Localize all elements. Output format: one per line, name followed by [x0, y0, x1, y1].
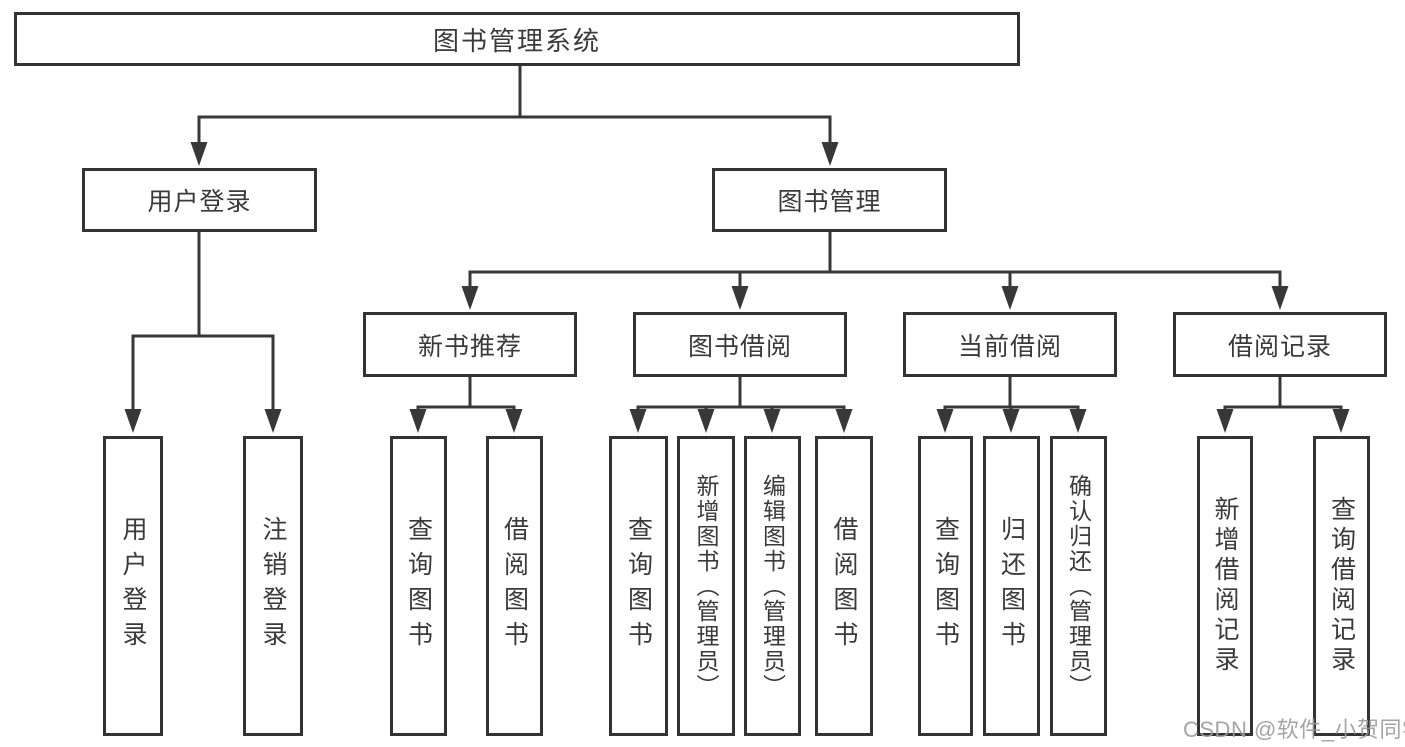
node-current-borrow: 当前借阅 [903, 312, 1117, 377]
leaf-borrow-books-recommend: 借阅图书 [486, 436, 543, 736]
leaf-query-books-borrow: 查询图书 [609, 436, 668, 736]
leaf-logout: 注销登录 [243, 436, 303, 736]
leaf-query-books-recommend: 查询图书 [390, 436, 447, 736]
leaf-confirm-return-admin: 确认归还（管理员） [1050, 436, 1107, 736]
node-book-borrow: 图书借阅 [633, 312, 847, 377]
leaf-edit-books-admin: 编辑图书（管理员） [744, 436, 801, 736]
leaf-return-books: 归还图书 [983, 436, 1040, 736]
leaf-borrow-books: 借阅图书 [815, 436, 873, 736]
leaf-add-books-admin: 新增图书（管理员） [677, 436, 735, 736]
node-borrow-records: 借阅记录 [1173, 312, 1387, 377]
csdn-watermark: CSDN @软件_小贺同学 [1183, 717, 1405, 742]
arrowheads [124, 142, 1350, 433]
node-new-book-recommend: 新书推荐 [363, 312, 577, 377]
leaf-query-books-current: 查询图书 [918, 436, 973, 736]
leaf-query-borrow-record: 查询借阅记录 [1313, 436, 1370, 736]
leaf-add-borrow-record: 新增借阅记录 [1197, 436, 1253, 736]
node-book-management: 图书管理 [712, 168, 947, 232]
node-user-login: 用户登录 [82, 168, 317, 232]
leaf-user-login: 用户登录 [103, 436, 163, 736]
node-library-management-system: 图书管理系统 [14, 12, 1020, 66]
